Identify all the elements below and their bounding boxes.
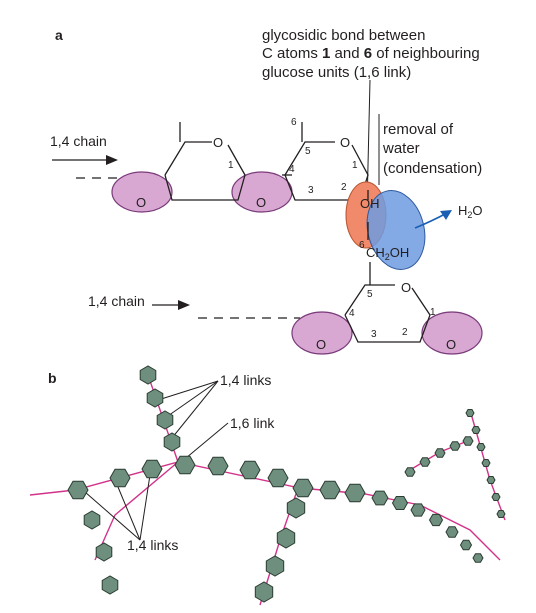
glucose-ellipse-left — [111, 171, 173, 213]
glucose-hexagon — [265, 555, 285, 577]
label-14-links-top: 1,4 links — [220, 372, 271, 388]
svg-text:1: 1 — [352, 160, 358, 171]
water-label: H2O — [458, 203, 483, 220]
svg-text:1: 1 — [430, 307, 436, 318]
chain-label-bottom: 1,4 chain — [88, 293, 145, 309]
bond-annotation: glycosidic bond between C atoms 1 and 6 … — [262, 27, 480, 81]
svg-text:O: O — [340, 135, 350, 150]
glucose-hexagon — [465, 409, 475, 417]
panel-b-letter: b — [48, 370, 57, 386]
svg-text:water: water — [382, 140, 420, 157]
glucose-hexagon — [163, 432, 181, 452]
glucose-hexagon — [445, 526, 459, 538]
svg-text:3: 3 — [371, 329, 377, 340]
glucose-hexagon — [476, 443, 486, 451]
glucose-hexagon — [391, 496, 409, 510]
ch2oh-label: CH2OH — [366, 245, 409, 262]
ch2oh-highlight — [366, 190, 426, 270]
glucose-ellipse-bottom-left — [291, 311, 353, 355]
label-14-links-bottom: 1,4 links — [127, 537, 178, 553]
glucose-hexagon — [449, 441, 461, 451]
svg-text:O: O — [213, 135, 223, 150]
removal-annotation: removal of water (condensation) — [382, 121, 482, 177]
glucose-hexagons — [67, 365, 506, 603]
glucose-hexagon — [146, 388, 164, 408]
glucose-hexagon — [286, 497, 306, 519]
glucose-hexagon — [254, 581, 274, 603]
label-16-link: 1,6 link — [230, 415, 275, 431]
glucose-hexagon — [410, 503, 426, 517]
glucose-hexagon — [276, 527, 296, 549]
svg-text:4: 4 — [349, 308, 355, 319]
glucose-hexagon — [486, 476, 496, 484]
svg-text:2: 2 — [341, 182, 347, 193]
glucose-hexagon — [67, 480, 89, 500]
glucose-hexagon — [139, 365, 157, 385]
glucose-hexagon — [491, 493, 501, 501]
svg-text:6: 6 — [359, 240, 365, 251]
oh-label: OH — [360, 196, 380, 211]
glucose-hexagon — [371, 490, 389, 506]
svg-text:(condensation): (condensation) — [383, 160, 482, 177]
chain-label-top: 1,4 chain — [50, 133, 107, 149]
glucose-hexagon — [319, 480, 341, 500]
svg-text:C atoms 1 and 6 of neighbourin: C atoms 1 and 6 of neighbouring — [262, 45, 480, 62]
glucose-ring-3 — [344, 284, 431, 343]
glucose-hexagon — [267, 468, 289, 488]
glucose-hexagon — [174, 455, 196, 475]
glucose-hexagon — [156, 410, 174, 430]
glucose-hexagon — [459, 539, 473, 551]
glucose-hexagon — [101, 575, 119, 595]
svg-text:4: 4 — [289, 164, 295, 175]
glucose-hexagon — [109, 468, 131, 488]
svg-text:3: 3 — [308, 185, 314, 196]
svg-text:5: 5 — [367, 289, 373, 300]
svg-text:O: O — [401, 280, 411, 295]
glucose-hexagon — [239, 460, 261, 480]
glucose-ellipse-bottom-right — [421, 311, 483, 355]
glucose-hexagon — [472, 553, 484, 563]
svg-text:2: 2 — [402, 327, 408, 338]
glucose-hexagon — [471, 426, 481, 434]
glucose-hexagon — [462, 436, 474, 446]
glucose-ring-1 — [164, 141, 246, 201]
glucose-hexagon — [434, 448, 446, 458]
panel-a-letter: a — [55, 27, 63, 43]
glucose-hexagon — [141, 459, 163, 479]
svg-text:glycosidic bond between: glycosidic bond between — [262, 27, 425, 44]
glucose-hexagon — [207, 456, 229, 476]
ring-oxygen-3: O — [316, 337, 326, 352]
glucose-hexagon — [83, 510, 101, 530]
svg-text:glucose units (1,6 link): glucose units (1,6 link) — [262, 64, 411, 81]
svg-text:5: 5 — [305, 146, 311, 157]
glucose-hexagon — [419, 457, 431, 467]
glucose-hexagon — [496, 510, 506, 518]
ring-oxygen-2: O — [256, 195, 266, 210]
glucose-hexagon — [481, 459, 491, 467]
svg-text:6: 6 — [291, 117, 297, 128]
glucose-hexagon — [344, 483, 366, 503]
glucose-hexagon — [292, 478, 314, 498]
svg-text:1: 1 — [228, 160, 234, 171]
glucose-hexagon — [95, 542, 113, 562]
glucose-hexagon — [404, 467, 416, 477]
ring-oxygen-1: O — [136, 195, 146, 210]
glucose-hexagon — [428, 513, 444, 527]
ring-oxygen-4: O — [446, 337, 456, 352]
svg-text:removal of: removal of — [383, 121, 454, 138]
